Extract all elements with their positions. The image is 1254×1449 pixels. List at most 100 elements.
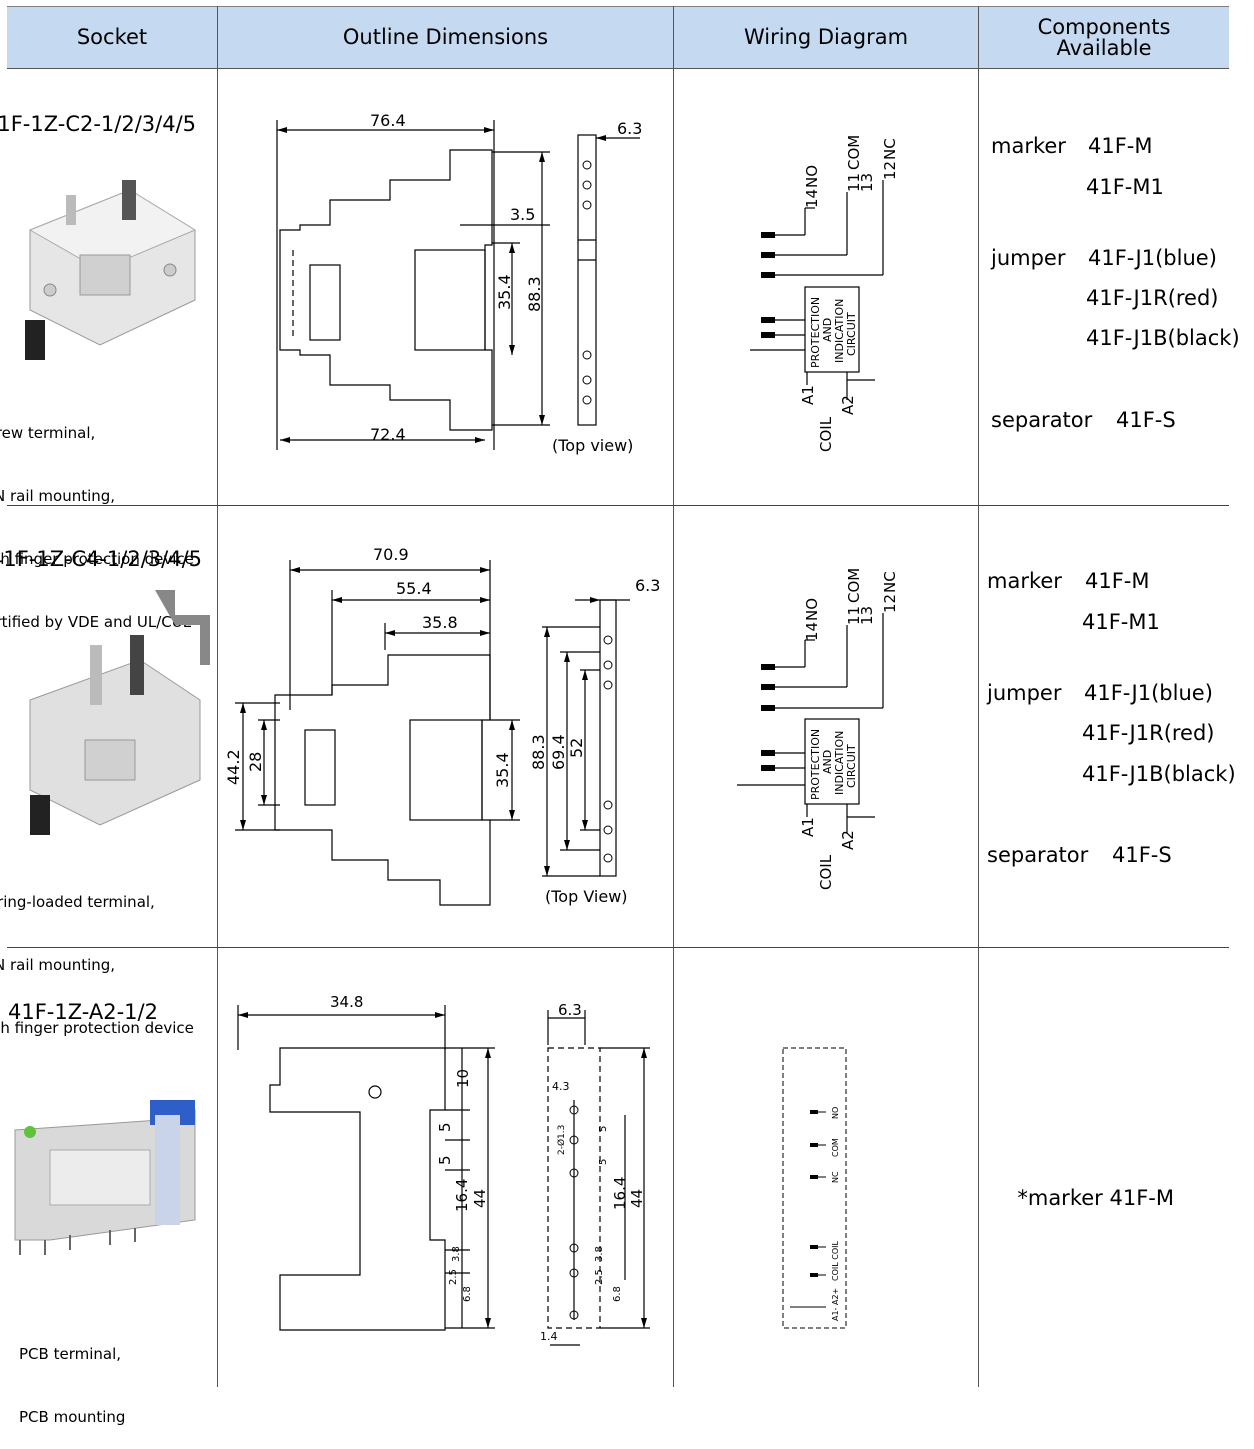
dim-pitch-2: 16.4 (611, 1177, 629, 1210)
wiring-nc-label: NC (831, 1171, 840, 1183)
component-label: marker (991, 134, 1066, 158)
component-value: 41F-M (1088, 134, 1153, 158)
dim-inner-height: 35.4 (495, 274, 514, 310)
component-value: 41F-J1(blue) (1088, 246, 1217, 270)
dim-height-4: 88.3 (529, 734, 548, 770)
wiring-a2: A2 (839, 830, 857, 850)
dim-height-5: 44 (471, 1189, 489, 1208)
dim-width-1: 70.9 (373, 545, 409, 564)
svg-text:PROTECTION: PROTECTION (809, 297, 822, 368)
wiring-com-label: COM (845, 135, 863, 170)
svg-text:6.8: 6.8 (462, 1286, 473, 1302)
outline-dimensions-drawing: 76.4 72.4 6.3 3.5 35.4 88.3 (Top view) (276, 111, 642, 455)
wiring-no-number: 14 (803, 189, 821, 208)
column-divider (978, 6, 979, 1387)
view-label: (Top View) (545, 887, 628, 906)
svg-text:6.8: 6.8 (612, 1286, 623, 1302)
dim-height-2: 5 (436, 1122, 454, 1132)
wiring-no-number: 14 (803, 622, 821, 641)
dim-width-bottom: 72.4 (370, 425, 406, 444)
header-outline-dimensions: Outline Dimensions (342, 25, 549, 49)
wiring-pin-label: A1- A2+ (831, 1288, 840, 1321)
wiring-coil: COIL (817, 854, 835, 890)
svg-text:3.8: 3.8 (451, 1246, 462, 1262)
wiring-coil-label: COIL COIL (831, 1241, 840, 1281)
svg-text:PROTECTION: PROTECTION (809, 729, 822, 800)
dim-height-2: 28 (246, 752, 265, 772)
component-value: 41F-M (1085, 569, 1150, 593)
wiring-no-label: NO (803, 598, 821, 621)
dim-width-3: 35.8 (422, 613, 458, 632)
socket-model: 41F-1Z-C4-1/2/3/4/5 (0, 547, 203, 571)
outline-dimensions-drawing: 70.9 55.4 35.8 6.3 44.2 28 35.4 88.3 69.… (224, 545, 660, 906)
column-divider (673, 6, 674, 1387)
svg-text:AND: AND (821, 318, 834, 342)
wiring-no-label: NO (803, 165, 821, 188)
dim-pitch: 4.3 (552, 1080, 570, 1093)
dim-height-6: 52 (567, 738, 586, 758)
dim-width-2: 55.4 (396, 579, 432, 598)
wiring-nc-number: 12 (881, 594, 899, 613)
socket-description: Screw terminal, DIN rail mounting, with … (0, 424, 194, 631)
dim-thickness: 6.3 (558, 1001, 582, 1019)
component-value: 41F-J1B(black) (1082, 762, 1236, 786)
socket-description: PCB terminal, PCB mounting (19, 1345, 126, 1426)
component-label: marker (987, 569, 1062, 593)
component-value: 41F-S (1116, 408, 1176, 432)
component-value: 41F-J1R(red) (1082, 721, 1215, 745)
socket-photo (25, 180, 197, 360)
wiring-a1: A1 (799, 817, 817, 837)
dim-spacing-2: 5 (598, 1159, 609, 1165)
component-label: *marker (1017, 1186, 1103, 1210)
wiring-com-b: 13 (858, 606, 876, 625)
component-label: separator (987, 843, 1089, 867)
svg-text:CIRCUIT: CIRCUIT (845, 312, 858, 356)
dim-offset: 3.5 (510, 205, 535, 224)
wiring-nc-label: NC (881, 138, 899, 160)
socket-photo (29, 590, 210, 835)
svg-text:2.5: 2.5 (448, 1269, 459, 1285)
dim-spacing-1: 5 (598, 1126, 609, 1132)
component-entry: *marker 41F-M (1004, 1162, 1174, 1210)
wiring-a1: A1 (799, 385, 817, 405)
component-value: 41F-J1B(black) (1086, 326, 1240, 350)
wiring-com-a: 11 (845, 173, 863, 192)
dim-height-1: 10 (454, 1069, 472, 1088)
wiring-diagram: NO COM NC COIL COIL A1- A2+ (782, 1047, 847, 1329)
wiring-com-b: 13 (858, 173, 876, 192)
dim-height-5: 69.4 (549, 734, 568, 770)
wiring-diagram: 14 NO 11 13 COM 12 NC PROTECTION AND IND… (750, 135, 899, 452)
dim-width-top: 76.4 (370, 111, 406, 130)
wiring-coil: COIL (817, 416, 835, 452)
component-value: 41F-S (1112, 843, 1172, 867)
dim-height-1: 44.2 (224, 749, 243, 785)
dim-height-4: 16.4 (453, 1179, 471, 1212)
wiring-com-a: 11 (845, 606, 863, 625)
wiring-com-label: COM (831, 1138, 840, 1157)
header-socket: Socket (76, 25, 148, 49)
component-value: 41F-J1R(red) (1086, 286, 1219, 310)
header-components-available: Components Available (1037, 14, 1171, 60)
dim-width: 34.8 (330, 993, 363, 1011)
column-divider (217, 6, 218, 1387)
socket-description: Spring-loaded terminal, DIN rail mountin… (0, 893, 194, 1037)
component-label: jumper (987, 681, 1062, 705)
wiring-com-label: COM (845, 568, 863, 603)
component-value: 41F-M1 (1082, 610, 1160, 634)
svg-text:2.5: 2.5 (594, 1269, 605, 1285)
wiring-a2: A2 (839, 395, 857, 415)
table-header: Socket Outline Dimensions Wiring Diagram… (7, 6, 1229, 69)
dim-total-height: 88.3 (525, 276, 544, 312)
svg-text:3.8: 3.8 (594, 1246, 605, 1262)
svg-text:CIRCUIT: CIRCUIT (845, 744, 858, 788)
view-label: (Top view) (552, 436, 633, 455)
outline-dimensions-drawing: 34.8 10 5 5 16.4 44 6.3 4.3 2-Ø1.3 5 5 1… (237, 993, 650, 1346)
dim-pitch-3: 44 (628, 1189, 646, 1208)
svg-text:INDICATION: INDICATION (833, 731, 846, 795)
dim-thickness: 6.3 (617, 119, 642, 138)
wiring-nc-number: 12 (881, 161, 899, 180)
svg-text:AND: AND (821, 750, 834, 774)
component-label: jumper (991, 246, 1066, 270)
component-value: 41F-J1(blue) (1084, 681, 1213, 705)
component-value: 41F-M1 (1086, 175, 1164, 199)
